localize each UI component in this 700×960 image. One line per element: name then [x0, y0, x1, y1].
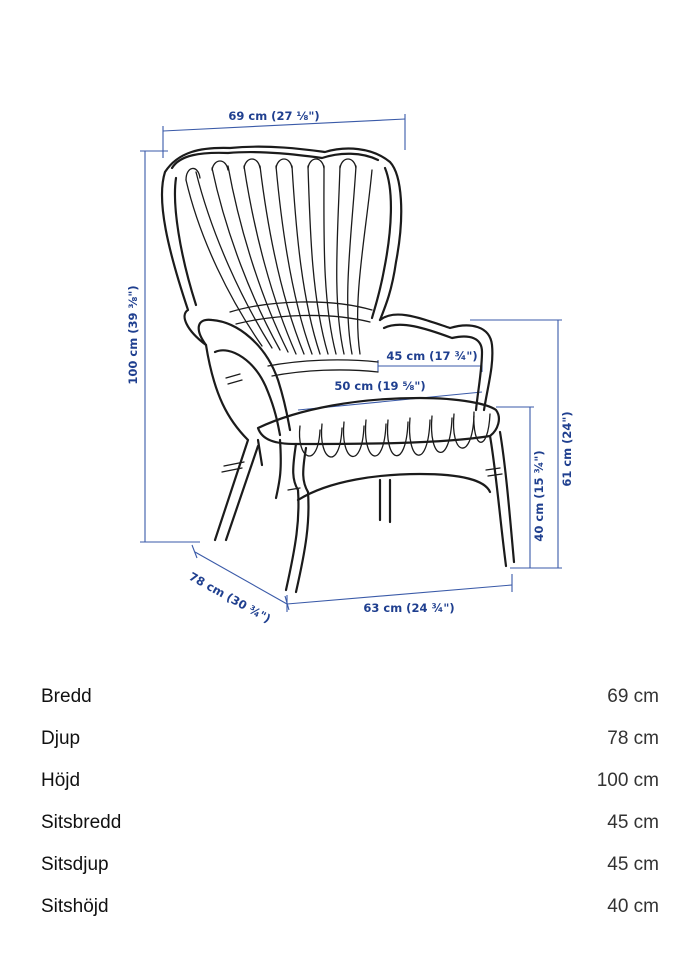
dimension-front-width: 63 cm (24 ¾")	[286, 574, 513, 615]
dimension-seat-width: 45 cm (17 ¾")	[377, 349, 483, 372]
spec-row-depth: Djup 78 cm	[41, 718, 659, 760]
spec-value: 69 cm	[607, 686, 659, 707]
spec-value: 45 cm	[607, 812, 659, 833]
spec-label: Höjd	[41, 770, 81, 791]
spec-label: Sitsbredd	[41, 812, 122, 833]
dimension-width: 69 cm (27 ⅛")	[162, 109, 406, 158]
front-width-label: 63 cm (24 ¾")	[363, 601, 454, 615]
chair-dimension-diagram: 69 cm (27 ⅛") 100 cm (39 ⅜") 45 cm (17 ¾…	[126, 109, 574, 626]
dimension-seat-depth: 50 cm (19 ⅝")	[297, 379, 483, 411]
dimensions-table: Bredd 69 cm Djup 78 cm Höjd 100 cm Sitsb…	[41, 676, 659, 928]
dimension-depth: 78 cm (30 ¾")	[187, 544, 290, 626]
seat-width-label: 45 cm (17 ¾")	[386, 349, 477, 363]
spec-label: Djup	[41, 728, 81, 749]
spec-value: 40 cm	[607, 896, 659, 917]
height-label: 100 cm (39 ⅜")	[126, 285, 140, 384]
spec-value: 78 cm	[607, 728, 659, 749]
depth-label: 78 cm (30 ¾")	[187, 569, 274, 625]
spec-row-width: Bredd 69 cm	[41, 676, 659, 718]
dimension-height: 100 cm (39 ⅜")	[126, 150, 200, 543]
spec-row-seat-width: Sitsbredd 45 cm	[41, 802, 659, 844]
dimension-arm-height: 61 cm (24")	[470, 319, 574, 569]
seat-height-label: 40 cm (15 ¾")	[532, 450, 546, 541]
spec-label: Bredd	[41, 686, 92, 707]
spec-label: Sitsdjup	[41, 854, 109, 875]
spec-row-seat-depth: Sitsdjup 45 cm	[41, 844, 659, 886]
arm-height-label: 61 cm (24")	[560, 411, 574, 486]
spec-row-height: Höjd 100 cm	[41, 760, 659, 802]
dimension-seat-height: 40 cm (15 ¾")	[496, 406, 546, 568]
spec-row-seat-height: Sitshöjd 40 cm	[41, 886, 659, 928]
spec-value: 45 cm	[607, 854, 659, 875]
backrest-spindles	[185, 158, 373, 355]
spec-value: 100 cm	[596, 770, 659, 791]
chair-illustration	[160, 145, 516, 594]
width-label: 69 cm (27 ⅛")	[228, 109, 319, 123]
spec-label: Sitshöjd	[41, 896, 109, 917]
seat-depth-label: 50 cm (19 ⅝")	[334, 379, 425, 393]
seat-loops	[298, 411, 491, 458]
